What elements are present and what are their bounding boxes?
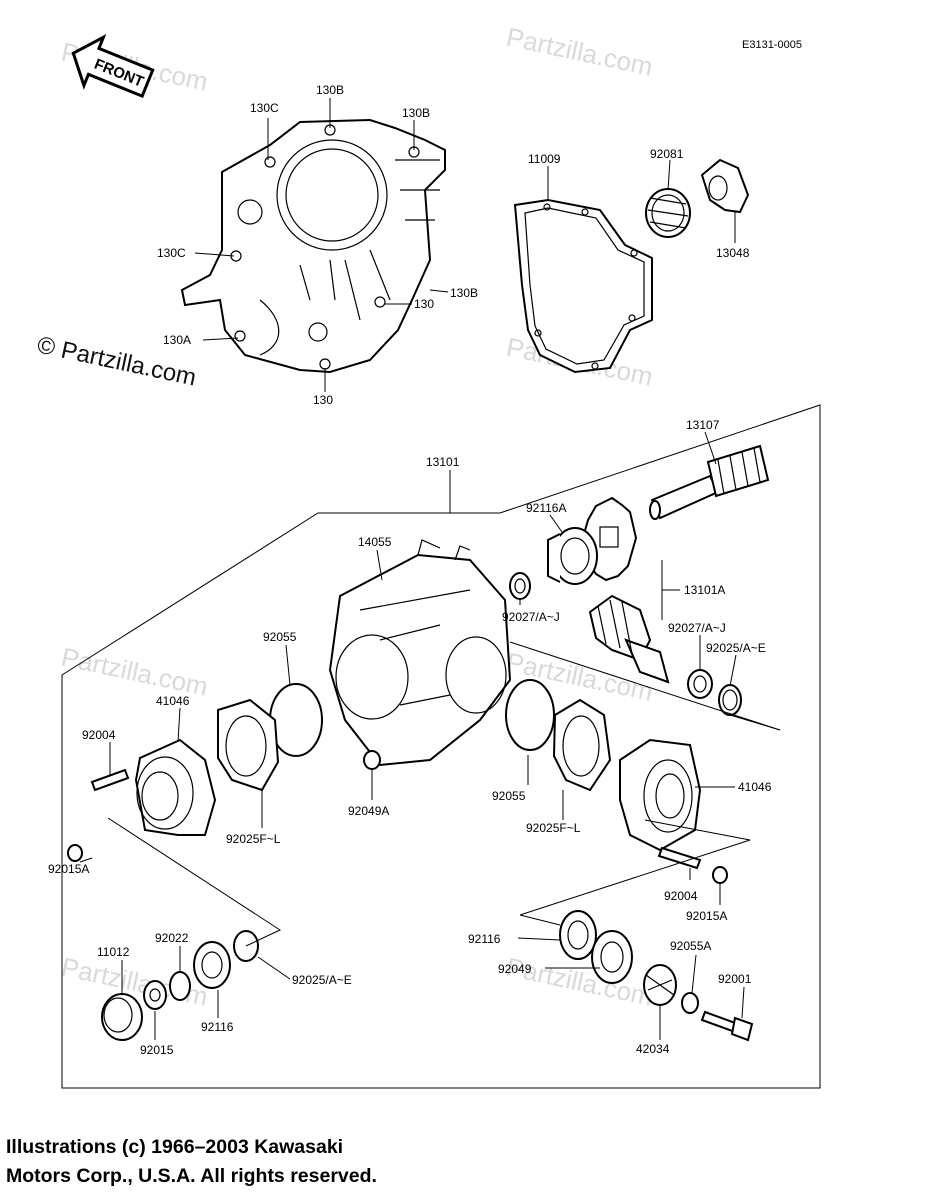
caption-line-2: Motors Corp., U.S.A. All rights reserved… — [6, 1165, 377, 1187]
callout-92027-left: 92027/A~J — [502, 610, 560, 624]
caption-line-1: Illustrations (c) 1966–2003 Kawasaki — [6, 1136, 344, 1158]
stud-92004-left — [90, 768, 130, 792]
spring-92081 — [645, 188, 691, 238]
bolt-92001 — [700, 1010, 754, 1042]
copyright-caption: Illustrations (c) 1966–2003 Kawasaki Mot… — [6, 1133, 377, 1191]
shim-92025F-left — [217, 698, 280, 792]
callout-92015: 92015 — [140, 1043, 174, 1057]
callout-92001: 92001 — [718, 972, 752, 986]
callout-92081: 92081 — [650, 147, 684, 161]
shim-92025-right — [718, 684, 742, 716]
collar-92027-right — [687, 669, 713, 699]
callout-92055-right: 92055 — [492, 789, 526, 803]
callout-130C: 130C — [157, 246, 186, 260]
callout-92015A-left: 92015A — [48, 862, 89, 876]
stud-92004-right — [657, 846, 702, 870]
oil-seal-92049 — [591, 930, 633, 984]
callout-11012: 11012 — [97, 945, 130, 959]
washer-92022 — [169, 971, 191, 1001]
bearing-92116-left — [193, 941, 231, 989]
callout-92027-right: 92027/A~J — [668, 621, 726, 635]
callout-130: 130 — [414, 297, 434, 311]
callout-92025F-right: 92025F~L — [526, 821, 581, 835]
diagram-code: E3131-0005 — [742, 39, 802, 51]
callout-92022: 92022 — [155, 931, 189, 945]
callout-92004-right: 92004 — [664, 889, 698, 903]
callout-14055: 14055 — [358, 535, 392, 549]
callout-13101: 13101 — [426, 455, 460, 469]
bearing-92116-right — [559, 910, 597, 960]
callout-92025-right: 92025/A~E — [706, 641, 766, 655]
callout-11009: 11009 — [528, 152, 561, 166]
bearing-housing-41046-right — [619, 738, 702, 852]
callout-13107: 13107 — [686, 418, 720, 432]
callout-92116-right: 92116 — [468, 932, 501, 946]
callout-130B: 130B — [316, 83, 344, 97]
o-ring-92055A — [681, 992, 699, 1014]
nut-92049A — [363, 750, 381, 800]
assembly-frame — [61, 404, 821, 1089]
callout-labels: 130C 130B 130B 130C 130B 130 130A 130 11… — [48, 83, 772, 1057]
callout-130: 130 — [313, 393, 333, 407]
gear-case-14055 — [328, 539, 512, 767]
callout-92025F-left: 92025F~L — [226, 832, 281, 846]
casing-gasket — [180, 118, 446, 374]
bevel-gear — [588, 594, 670, 684]
callout-92025-left: 92025/A~E — [292, 973, 352, 987]
callout-13048: 13048 — [716, 246, 750, 260]
callout-92116A: 92116A — [526, 501, 566, 515]
callout-130B: 130B — [402, 106, 430, 120]
callout-92049A: 92049A — [348, 804, 389, 818]
collar-92027-left — [509, 572, 531, 600]
callout-92116-left: 92116 — [201, 1020, 234, 1034]
watermark-faint: Partzilla.com — [504, 22, 656, 82]
callout-130A: 130A — [163, 333, 191, 347]
callout-92004-left: 92004 — [82, 728, 116, 742]
callout-130C: 130C — [250, 101, 279, 115]
cam-13048 — [700, 158, 750, 214]
watermark-faint: Partzilla.com — [59, 642, 211, 702]
bearing-92116A — [547, 527, 598, 585]
o-ring-92055-right — [505, 679, 555, 751]
callout-92055-left: 92055 — [263, 630, 297, 644]
callout-41046-right: 41046 — [738, 780, 772, 794]
gasket-11009 — [513, 198, 653, 374]
shim-92025F-right — [552, 698, 612, 792]
nut-92015A-right — [712, 866, 728, 884]
callout-92055A: 92055A — [670, 939, 711, 953]
callout-92049: 92049 — [498, 962, 532, 976]
nut-92015 — [143, 980, 167, 1010]
coupling-42034 — [643, 964, 677, 1006]
cap-11012 — [101, 993, 143, 1041]
shaft-13107 — [649, 431, 770, 520]
callout-92015A-right: 92015A — [686, 909, 727, 923]
callout-42034: 42034 — [636, 1042, 670, 1056]
bearing-housing-41046-left — [134, 738, 217, 836]
leader-lines-main — [79, 514, 781, 1040]
callout-41046-left: 41046 — [156, 694, 190, 708]
leader-lines-upper — [194, 98, 736, 392]
callout-13101A: 13101A — [684, 583, 725, 597]
callout-130B: 130B — [450, 286, 478, 300]
nut-92015A-left — [67, 844, 83, 862]
